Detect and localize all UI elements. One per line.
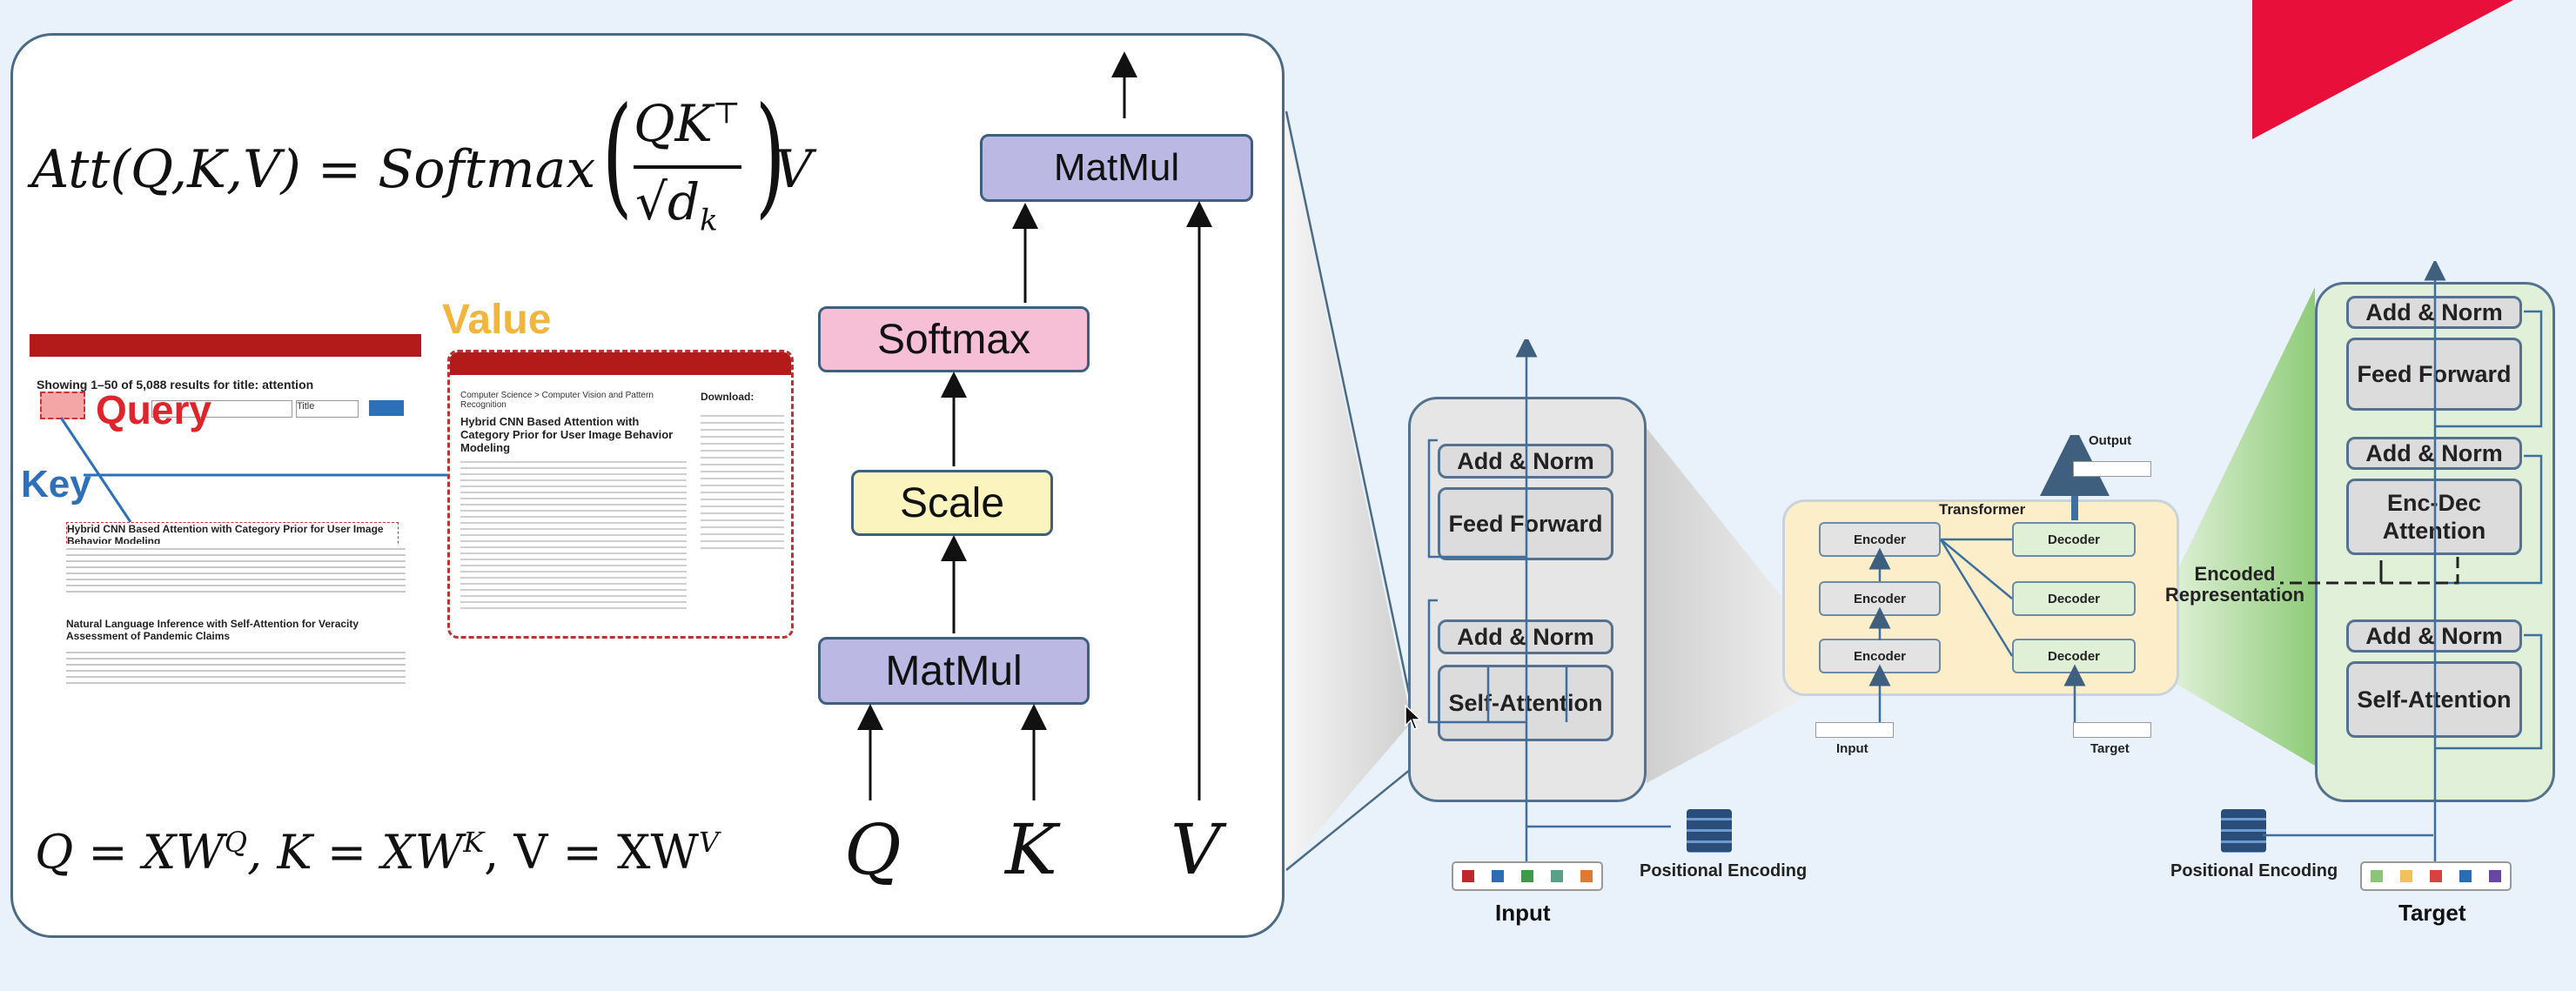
token [2400, 870, 2412, 882]
input-v: V [1171, 809, 1221, 890]
formula-paren-right: ) [755, 80, 786, 231]
denominator-text: √d [635, 172, 701, 231]
value-sidebar-lines [701, 410, 784, 549]
overview-input-tokens [1815, 722, 1894, 738]
search-results-screenshot: Showing 1–50 of 5,088 results for title:… [30, 331, 421, 687]
decoder-flow-lines [2280, 261, 2543, 861]
value-body-lines [460, 457, 687, 613]
value-header-bar [450, 352, 791, 375]
decoder-target-tokens [2360, 861, 2512, 891]
token [1462, 870, 1474, 882]
search-header-text: Showing 1–50 of 5,088 results for title:… [37, 378, 314, 392]
proj-v: , V = XW [484, 825, 699, 880]
search-button [369, 400, 404, 416]
value-label: Value [442, 297, 552, 343]
formula-numerator: QK⊤ [634, 94, 741, 153]
decoder-target-label: Target [2398, 900, 2466, 926]
formula-denominator: √dk [635, 172, 718, 238]
encoder-input-tokens [1452, 861, 1603, 891]
encoder-pos-enc-label: Positional Encoding [1640, 861, 1808, 881]
proj-q: Q = XW [35, 825, 225, 880]
overview-decoder-1: Decoder [2012, 522, 2136, 557]
proj-q-sup: Q [224, 826, 248, 859]
token [1492, 870, 1504, 882]
query-highlight [40, 392, 85, 419]
overview-target-tokens [2073, 722, 2151, 738]
input-k: K [1005, 809, 1057, 890]
value-download-label: Download: [701, 391, 755, 403]
token [2430, 870, 2442, 882]
overview-decoder-2: Decoder [2012, 581, 2136, 616]
positional-encoding-icon [1687, 809, 1732, 853]
decoder-pos-enc-arrow [2263, 834, 2433, 837]
value-category-text: Computer Science > Computer Vision and P… [460, 391, 654, 410]
token [2371, 870, 2383, 882]
encoder-flow-lines [1427, 339, 1671, 870]
overview-output-label: Output [2089, 433, 2132, 448]
arxiv-header-bar [30, 334, 421, 357]
key-label: Key [21, 463, 91, 506]
transpose-sup: ⊤ [712, 96, 741, 131]
token [1580, 870, 1593, 882]
decoder-pos-enc-label: Positional Encoding [2170, 861, 2338, 881]
value-title-text: Hybrid CNN Based Attention with Category… [460, 415, 674, 454]
overview-target-label: Target [2090, 741, 2130, 756]
transformer-connectors [1868, 435, 2110, 722]
fraction-bar [634, 165, 741, 169]
value-paper-screenshot: Computer Science > Computer Vision and P… [447, 350, 794, 639]
softmax-block: Softmax [818, 306, 1090, 372]
proj-v-sup: V [699, 826, 720, 859]
formula-trailing-v: V [775, 139, 813, 200]
title-select: Title [296, 400, 359, 418]
overview-output-tokens [2073, 461, 2151, 477]
token [2459, 870, 2472, 882]
numerator-text: QK [634, 94, 713, 153]
token [1551, 870, 1563, 882]
query-label: Query [96, 387, 211, 432]
result-2-title: Natural Language Inference with Self-Att… [66, 618, 359, 642]
formula-lhs: Att(Q,K,V) = Softmax [31, 139, 596, 200]
denominator-sub: k [700, 203, 718, 238]
projection-formula: Q = XWQ, K = XWK, V = XWV [35, 825, 719, 880]
search-input-box [151, 400, 292, 418]
proj-k: , K = XW [247, 825, 464, 880]
transformer-title: Transformer [1939, 501, 2026, 518]
encoder-input-label: Input [1495, 900, 1551, 926]
token [1521, 870, 1533, 882]
mouse-cursor-icon [1405, 705, 1422, 730]
matmul-bottom-block: MatMul [818, 637, 1090, 705]
attention-formula: Att(Q,K,V) = Softmax [31, 139, 595, 200]
scale-block: Scale [851, 470, 1053, 536]
overview-input-label: Input [1836, 741, 1868, 756]
red-corner-shape [2252, 0, 2513, 139]
result-2-lines [66, 647, 406, 686]
result-1-lines [66, 544, 406, 596]
decoder-pos-enc-icon [2221, 809, 2266, 853]
attention-arrows [857, 51, 1212, 800]
input-q: Q [844, 809, 902, 890]
encoded-representation-label: Encoded Representation [2164, 563, 2305, 606]
formula-paren-left: ( [601, 80, 633, 231]
proj-k-sup: K [463, 826, 485, 859]
matmul-top-block: MatMul [980, 134, 1253, 202]
query-key-lines [59, 417, 453, 523]
token [2489, 870, 2501, 882]
